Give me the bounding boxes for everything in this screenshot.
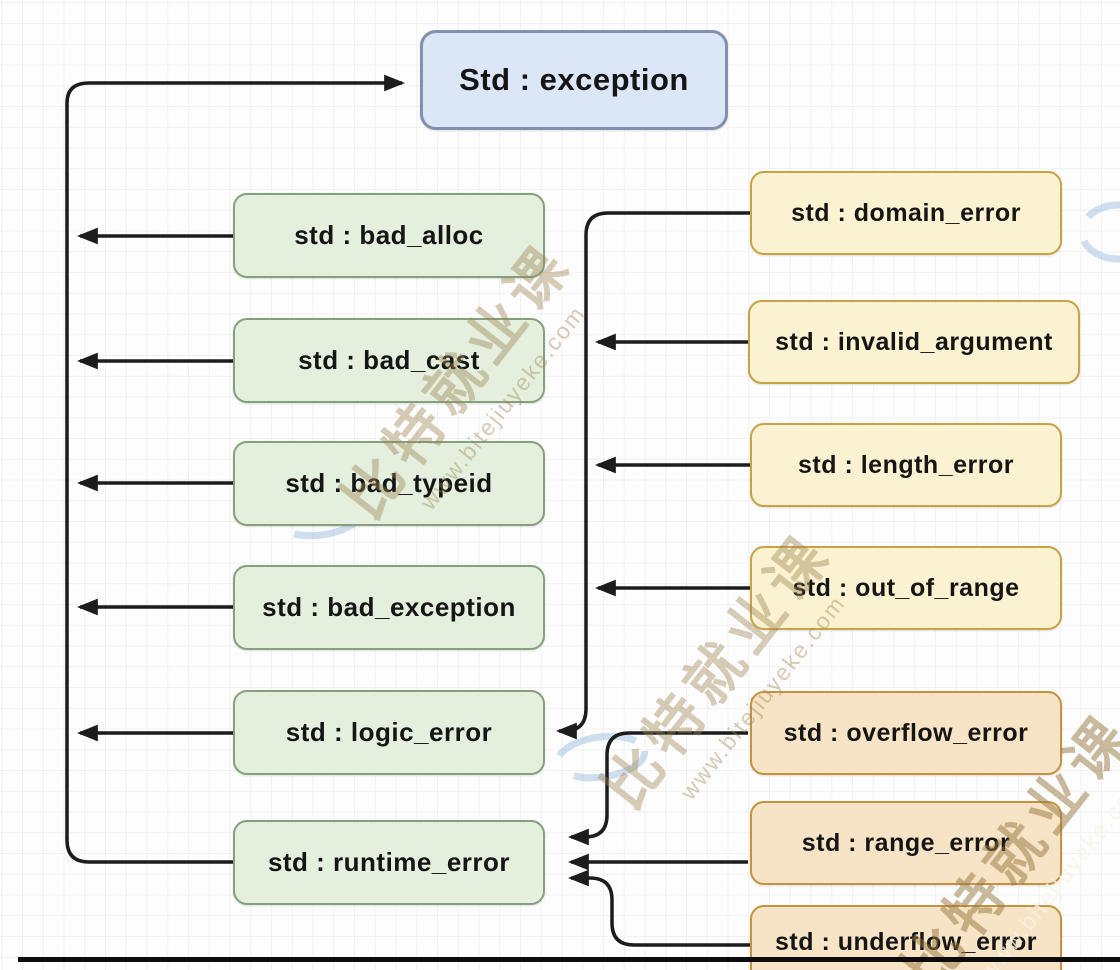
node-bad-alloc: std : bad_alloc <box>233 193 545 278</box>
connector-domain-to-logic <box>555 211 750 740</box>
node-range-error: std : range_error <box>750 801 1062 885</box>
node-bad-exception: std : bad_exception <box>233 565 545 650</box>
node-logic-error: std : logic_error <box>233 690 545 775</box>
node-bad-cast: std : bad_cast <box>233 318 545 403</box>
node-runtime-error: std : runtime_error <box>233 820 545 905</box>
node-std-exception: Std : exception <box>420 30 728 130</box>
node-domain-error: std : domain_error <box>750 171 1062 255</box>
connector-underflow-to-runtime <box>567 869 752 947</box>
bottom-border-line <box>18 957 1120 962</box>
node-out-of-range: std : out_of_range <box>750 546 1062 630</box>
node-length-error: std : length_error <box>750 423 1062 507</box>
connector-trunk-to-exception <box>65 74 406 864</box>
node-bad-typeid: std : bad_typeid <box>233 441 545 526</box>
node-invalid-argument: std : invalid_argument <box>748 300 1080 384</box>
node-overflow-error: std : overflow_error <box>750 691 1062 775</box>
connector-overflow-to-runtime <box>567 731 748 846</box>
